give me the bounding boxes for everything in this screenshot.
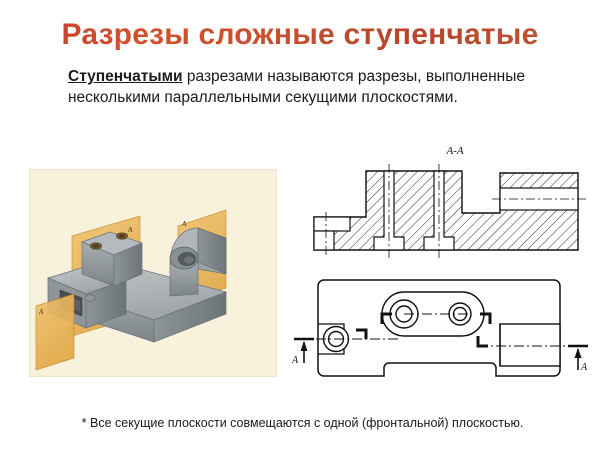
centre-lines: [325, 164, 586, 258]
body-paragraph: Ступенчатыми разрезами называются разрез…: [68, 66, 548, 108]
twin-hole-boss: [381, 291, 485, 337]
svg-text:A: A: [127, 226, 133, 234]
cut-arrow-left: A: [292, 337, 314, 366]
body-keyword: Ступенчатыми: [68, 68, 183, 85]
isometric-drawing-svg: A A: [30, 170, 276, 376]
machine-part-body: [46, 227, 228, 343]
cutting-plane-trace: [298, 313, 580, 347]
body-text-rest: разрезами называются разрезы, выполненны…: [68, 68, 525, 106]
cut-arrow-right: A: [568, 344, 588, 373]
cut-label-right: A: [580, 362, 588, 373]
page-title: Разрезы сложные ступенчатые: [0, 18, 600, 52]
svg-text:A: A: [181, 220, 187, 228]
cutting-plane-front: A: [35, 293, 75, 371]
isometric-part-illustration: A A: [30, 170, 276, 376]
cutting-plane-corner-marks: [356, 312, 492, 348]
section-view-svg: A-A: [313, 145, 586, 258]
section-label: A-A: [445, 145, 463, 157]
plan-view-svg: A A: [292, 279, 588, 377]
right-pocket: [499, 323, 561, 367]
cut-label-left: A: [292, 355, 299, 366]
footnote: * Все секущие плоскости совмещаются с од…: [81, 416, 524, 430]
svg-text:A: A: [38, 308, 44, 316]
section-view-a-a: A-A: [300, 140, 592, 270]
plan-view: A A: [292, 268, 592, 400]
